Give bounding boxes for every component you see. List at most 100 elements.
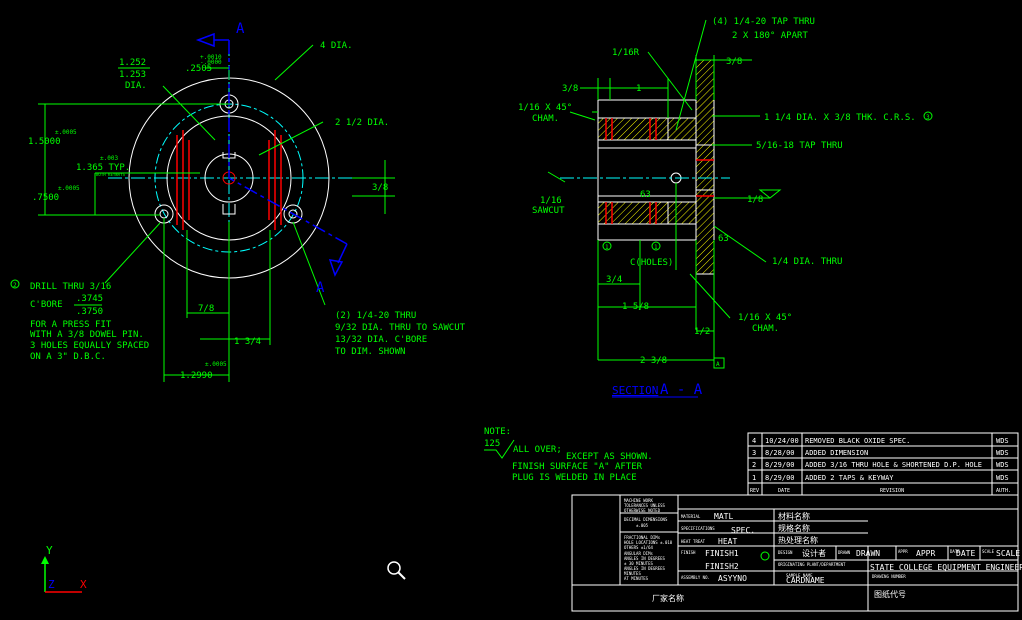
tb-sample: CARDNAME: [786, 576, 825, 585]
note-except: EXCEPT AS SHOWN.: [566, 452, 653, 462]
rev-description: ADDED DIMENSION: [805, 449, 868, 457]
ucs-y-label: Y: [46, 544, 53, 557]
dim-3-8-right: 3/8: [726, 57, 742, 67]
dim-3-8-front: 3/8: [372, 183, 388, 193]
tb-material-label: MATERIAL: [681, 514, 701, 519]
rev-auth: WDS: [996, 437, 1009, 445]
dim-4-dia: 4 DIA.: [320, 41, 353, 51]
tb-heat-cn: 热处理名称: [778, 535, 818, 545]
section-view: [547, 19, 933, 369]
tb-drawing-no: 图纸代号: [874, 589, 906, 599]
tb-tol-2: TOLERANCES UNLESS: [624, 503, 666, 508]
note-all-over: ALL OVER;: [513, 445, 562, 455]
tb-plant-label: ORIGINATING PLANT/DEPARTMENT: [778, 562, 846, 567]
dim-1-8: 1/8: [747, 195, 763, 205]
rev-date: 8/28/00: [765, 449, 795, 457]
cbore-3750: .3750: [76, 307, 103, 317]
cutting-plane-line: [228, 40, 348, 245]
dowel-hole-right-inner: [288, 209, 298, 219]
tb-appr-label: APPR: [898, 549, 908, 554]
note-cbore: C'BORE: [30, 300, 63, 310]
tb-material-cn: 材料名称: [778, 511, 810, 521]
tb-appr: APPR: [916, 549, 935, 558]
section-a-label-bottom: A: [316, 280, 325, 296]
tb-tol-13: MINUTES: [624, 571, 641, 576]
note-sawcut-1: 1/16: [540, 196, 562, 206]
rev-number: 2: [752, 461, 756, 469]
dim-15000: 1.5000: [28, 137, 61, 147]
rev-number: 1: [752, 474, 756, 482]
note-cham-1b: CHAM.: [532, 114, 559, 124]
general-notes: NOTE: 125 ALL OVER; EXCEPT AS SHOWN. FIN…: [484, 427, 653, 483]
tol-3: ±.0005: [58, 185, 80, 192]
title-block-text: MACHINE WORK TOLERANCES UNLESS OTHERWISE…: [624, 498, 1022, 603]
note-tap-180: 2 X 180° APART: [732, 31, 808, 41]
ucs-x-label: X: [80, 578, 87, 591]
rev-description: ADDED 2 TAPS & KEYWAY: [805, 474, 894, 482]
dim-7-8: 7/8: [198, 304, 214, 314]
rev-auth: WDS: [996, 461, 1009, 469]
tb-tol-14: AT MINUTES: [624, 576, 649, 581]
cutting-plane-arrow-bottom: [328, 259, 344, 277]
note-cham-1: 1/16 X 45°: [518, 103, 572, 113]
tb-company: STATE COLLEGE EQUIPMENT ENGINEERING: [870, 563, 1022, 572]
tb-tol-1: MACHINE WORK: [624, 498, 653, 503]
dim-2-half-dia: 2 1/2 DIA.: [335, 118, 389, 128]
tb-drawn-label: DRAWN: [838, 550, 851, 555]
section-view-labels: (4) 1/4-20 TAP THRU 2 X 180° APART 1/16R…: [518, 17, 930, 398]
tb-spec: SPEC.: [731, 526, 755, 535]
datum-a: A: [716, 361, 720, 368]
note-tap-1: (2) 1/4-20 THRU: [335, 311, 416, 321]
cbore-3745: .3745: [76, 294, 103, 304]
dim-key-2505: .2505: [185, 64, 212, 74]
tb-date: DATE: [956, 549, 975, 558]
tb-finish-label: FINISH: [681, 550, 696, 555]
tb-tol-3: OTHERWISE NOTED: [624, 508, 661, 513]
rev-header: DATE: [778, 488, 790, 494]
tol-minus: -.0000: [200, 59, 222, 66]
note-tap-4x: (4) 1/4-20 TAP THRU: [712, 17, 815, 27]
rev-number: 3: [752, 449, 756, 457]
dim-2-3-8: 2 3/8: [640, 356, 667, 366]
note-header: NOTE:: [484, 427, 511, 437]
tb-tol-5: ±.005: [636, 523, 649, 528]
tb-spec-cn: 规格名称: [778, 523, 810, 533]
note-plug: PLUG IS WELDED IN PLACE: [512, 473, 637, 483]
balloon-1a: 1: [605, 244, 609, 251]
tb-design-cn: 设计者: [802, 548, 826, 558]
ucs-icon: Y X Z: [41, 544, 87, 593]
rev-description: REMOVED BLACK OXIDE SPEC.: [805, 437, 910, 445]
dim-12990: 1.2990: [180, 371, 213, 381]
note-sawcut-2: SAWCUT: [532, 206, 565, 216]
dim-1-3-4: 1 3/4: [234, 337, 261, 347]
front-dimension-lines: [38, 44, 395, 382]
tb-heat-label: HEAT TREAT: [681, 539, 706, 544]
dim-bore-dia: DIA.: [125, 81, 147, 91]
section-label: SECTION: [612, 384, 658, 397]
rev-date: 8/29/00: [765, 474, 795, 482]
dim-7500: .7500: [32, 193, 59, 203]
tb-scale: SCALE: [996, 549, 1020, 558]
tb-tol-10: ANGLES IN DEGREES: [624, 556, 666, 561]
rev-description: ADDED 3/16 THRU HOLE & SHORTENED D.P. HO…: [805, 461, 982, 469]
tol-1: ±.0005: [55, 129, 77, 136]
rev-date: 10/24/00: [765, 437, 799, 445]
zoom-magnifier-icon[interactable]: [387, 561, 406, 580]
dim-1: 1: [636, 84, 641, 94]
dim-bore-1253: 1.253: [119, 70, 146, 80]
weld-63b: 63: [718, 234, 729, 244]
tb-tol-6: FRACTIONAL DIMs: [624, 535, 661, 540]
section-a-label-top: A: [236, 21, 245, 37]
ucs-z-label: Z: [48, 578, 55, 591]
dim-1-5-8: 1 5/8: [622, 302, 649, 312]
note-finish-125: 125: [484, 439, 500, 449]
note-2-balloon: 2: [13, 282, 17, 289]
rev-header: REVISION: [880, 488, 904, 494]
tb-assembly-label: ASSEMBLY NO.: [681, 575, 710, 580]
front-view: [38, 32, 395, 382]
revision-table: [747, 432, 1019, 496]
rev-auth: WDS: [996, 449, 1009, 457]
